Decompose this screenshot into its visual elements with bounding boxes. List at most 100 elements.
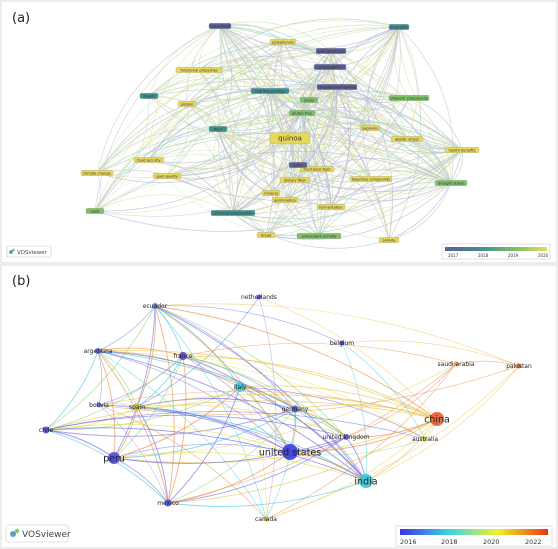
keyword-link: [219, 25, 371, 129]
keyword-label: saponins: [362, 126, 378, 130]
country-node-pakistan: pakistan: [506, 363, 532, 370]
keyword-link: [316, 139, 463, 170]
keyword-link: [94, 194, 234, 214]
keyword-label: food security: [137, 158, 161, 162]
country-link: [154, 305, 175, 504]
keyword-node: starch: [139, 93, 159, 99]
country-link: [365, 365, 520, 482]
country-link: [113, 436, 347, 464]
keyword-node: chemical composition: [210, 210, 256, 216]
country-label: mexico: [157, 500, 179, 507]
country-node-canada: canada: [255, 516, 277, 523]
country-node-united-kingdom: united kingdom: [322, 434, 370, 441]
keyword-link: [148, 25, 221, 161]
keyword-link: [94, 25, 221, 212]
country-node-saudi-arabia: saudi arabia: [438, 361, 475, 368]
keyword-link: [186, 25, 221, 105]
country-link: [289, 418, 438, 453]
keyword-node: phenolic compounds: [388, 95, 430, 101]
country-link: [136, 355, 184, 408]
keyword-link: [274, 41, 299, 166]
keyword-node: grain: [288, 162, 308, 168]
keyword-label: health benefits: [448, 148, 475, 152]
keyword-link: [217, 128, 272, 194]
keyword-link: [219, 25, 251, 214]
keyword-link: [336, 86, 392, 241]
keyword-label: grain: [293, 163, 302, 167]
keyword-link: [148, 95, 234, 214]
keyword-label: chenopodium quinoa: [318, 85, 356, 89]
keyword-node: bread: [256, 232, 276, 238]
keyword-link: [388, 149, 463, 241]
country-link: [294, 404, 438, 420]
keyword-link: [166, 143, 452, 184]
keyword-link: [219, 25, 318, 170]
vosviewer-logo-b: VOSviewer: [5, 524, 71, 543]
country-links: [45, 296, 520, 520]
country-link: [154, 305, 343, 344]
keyword-link: [301, 50, 332, 114]
keyword-link: [232, 149, 463, 220]
keyword-link: [96, 50, 332, 174]
country-link: [97, 350, 267, 520]
country-link: [365, 418, 438, 482]
keyword-link: [94, 90, 271, 212]
panel-b: (b) ecuadornetherlandsargentinafrancebel…: [0, 264, 558, 549]
keyword-node: lipids: [299, 97, 319, 103]
country-link: [341, 340, 520, 367]
country-link: [182, 355, 426, 440]
country-link: [113, 457, 169, 504]
country-node-india: india: [354, 474, 378, 488]
country-link: [154, 305, 347, 438]
country-label: australia: [412, 436, 438, 443]
keyword-link: [232, 212, 390, 249]
country-label: pakistan: [506, 363, 532, 370]
country-link: [167, 408, 296, 504]
country-link: [167, 480, 367, 507]
country-link: [258, 296, 277, 520]
keyword-node: nutritional value: [250, 88, 290, 94]
keyword-node: dietary fiber: [279, 177, 311, 183]
keyword-link: [217, 128, 408, 159]
keyword-link: [166, 103, 190, 177]
panel-b-label: (b): [12, 274, 30, 289]
legend-b-tick-2: 2020: [483, 538, 500, 546]
keyword-link: [166, 25, 222, 177]
keyword-link: [294, 179, 452, 202]
keyword-link: [96, 90, 271, 174]
country-link: [45, 427, 367, 482]
keyword-label: antioxidant activity: [302, 234, 338, 238]
country-label: netherlands: [241, 294, 277, 301]
country-link: [167, 418, 438, 504]
keyword-label: pseudocereals: [318, 49, 344, 53]
legend-b-tick-1: 2018: [441, 538, 458, 546]
keyword-link: [213, 128, 234, 214]
keyword-link: [284, 169, 452, 201]
country-link: [97, 350, 438, 420]
legend-a-tick-3: 2020: [538, 253, 549, 258]
keyword-label: quinoa: [278, 135, 302, 143]
keyword-link: [388, 182, 452, 241]
keyword-node: climate change: [80, 170, 114, 176]
keyword-link: [217, 41, 284, 130]
keyword-link: [198, 69, 332, 208]
keyword-link: [330, 50, 408, 140]
keyword-link: [94, 26, 400, 212]
country-link: [289, 451, 367, 482]
keyword-link: [219, 25, 275, 236]
keyword-label: fermentation: [319, 205, 342, 209]
legend-b-bar: [400, 529, 548, 535]
country-link: [239, 386, 426, 440]
country-node-netherlands: netherlands: [241, 294, 277, 301]
keyword-label: bread: [261, 233, 271, 237]
country-label: italy: [234, 384, 247, 391]
country-label: france: [173, 353, 192, 360]
country-label: canada: [255, 516, 277, 523]
keyword-link: [297, 164, 452, 195]
country-node-china: china: [424, 412, 450, 426]
keyword-link: [289, 121, 463, 151]
keyword-link: [219, 25, 271, 92]
keyword-link: [186, 88, 463, 151]
keyword-link: [217, 128, 267, 236]
keyword-link: [94, 178, 272, 212]
